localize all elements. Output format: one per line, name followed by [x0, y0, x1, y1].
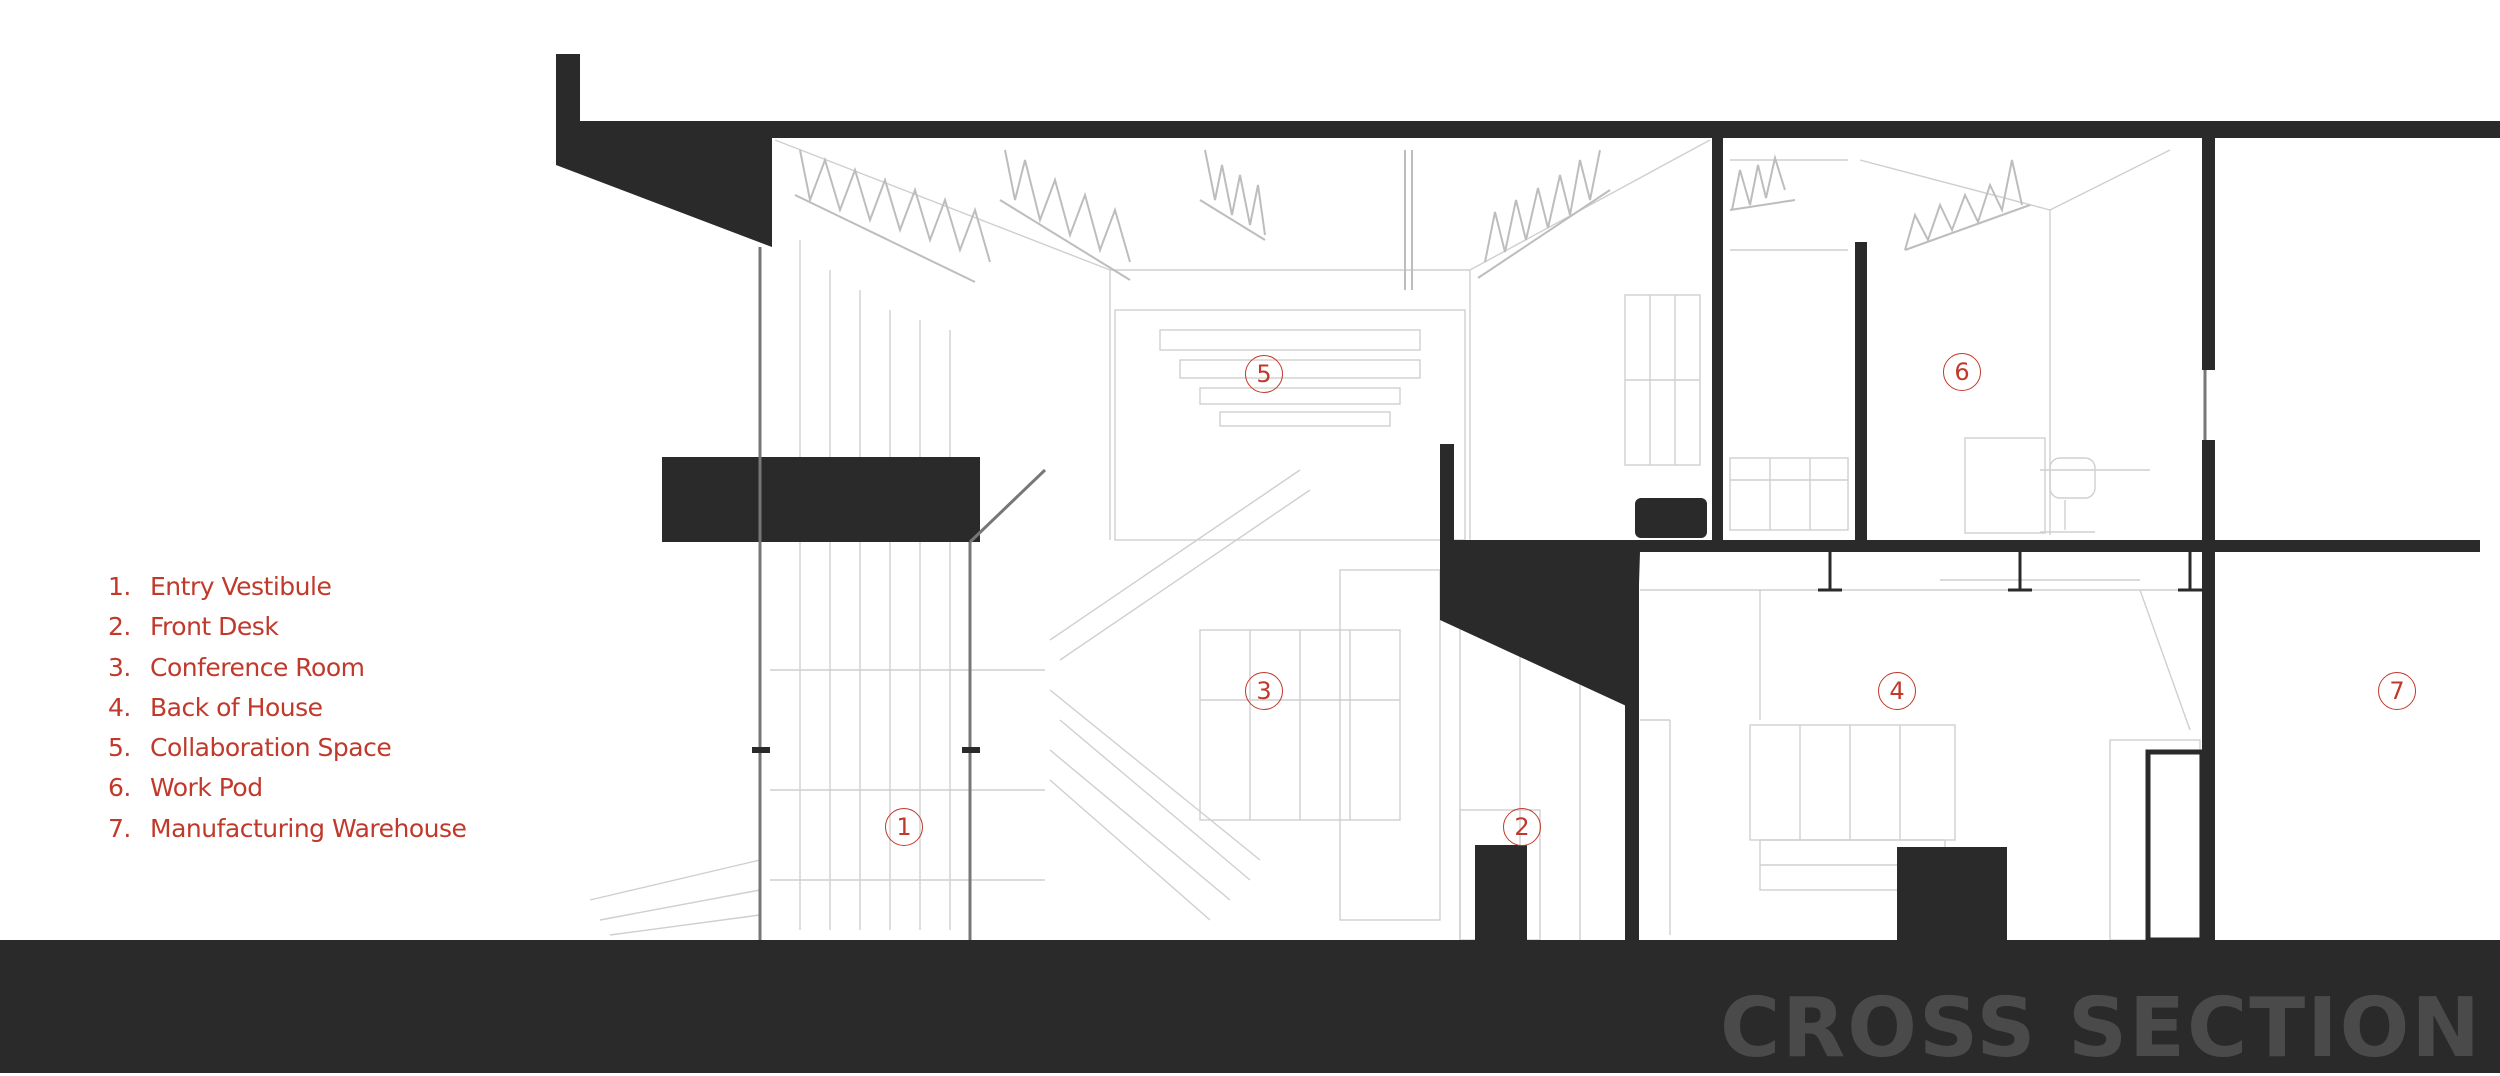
legend-number: 1.: [108, 572, 131, 601]
legend-item: 2. Front Desk: [108, 612, 466, 652]
room-marker-3: 3: [1245, 672, 1283, 710]
room-marker-1: 1: [885, 808, 923, 846]
legend-item: 1. Entry Vestibule: [108, 572, 466, 612]
legend-label: Front Desk: [150, 612, 279, 642]
legend-item: 6. Work Pod: [108, 773, 466, 813]
legend-item: 7. Manufacturing Warehouse: [108, 813, 467, 854]
legend-label: Back of House: [150, 692, 323, 722]
room-marker-7: 7: [2378, 672, 2416, 710]
legend-number: 6.: [108, 773, 131, 803]
legend-number: 2.: [108, 612, 131, 642]
roof-trusses: [794, 149, 2031, 290]
legend-item: 5. Collaboration Space: [108, 733, 466, 773]
legend-number: 4.: [108, 692, 131, 722]
legend-number: 5.: [108, 733, 131, 763]
room-marker-2: 2: [1503, 808, 1541, 846]
section-poche: [0, 54, 2500, 1073]
ceiling-fixtures: [1818, 548, 2202, 592]
room-marker-4: 4: [1878, 672, 1916, 710]
legend-label: Manufacturing Warehouse: [150, 813, 467, 843]
legend-item: 3. Conference Room: [108, 653, 466, 693]
drawing-title: CROSS SECTION: [1719, 981, 2482, 1076]
legend-number: 7.: [108, 813, 131, 843]
legend-label: Work Pod: [150, 773, 263, 803]
room-marker-5: 5: [1245, 355, 1283, 393]
background-linework: [589, 139, 2201, 941]
room-legend: 1. Entry Vestibule 2. Front Desk 3. Confere…: [108, 572, 467, 854]
legend-label: Collaboration Space: [150, 733, 392, 763]
legend-label: Conference Room: [150, 652, 365, 682]
legend-item: 4. Back of House: [108, 693, 466, 733]
glazing-frame: [758, 247, 2207, 940]
frame-brackets: [752, 747, 980, 753]
room-marker-6: 6: [1943, 353, 1981, 391]
legend-label: Entry Vestibule: [150, 572, 332, 601]
legend-number: 3.: [108, 652, 131, 682]
